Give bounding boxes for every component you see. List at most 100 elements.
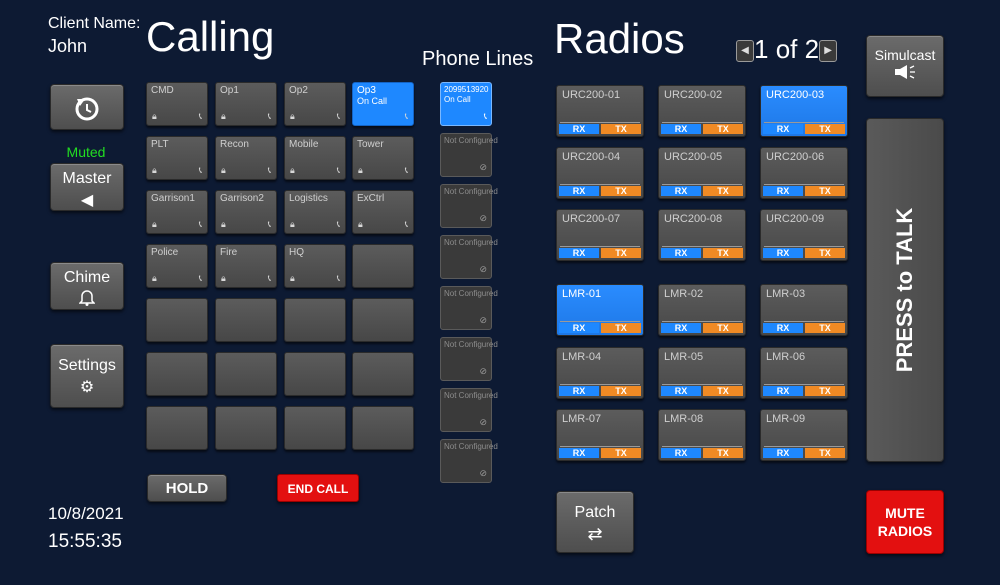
tx-indicator[interactable]: TX (601, 186, 641, 196)
call-key-empty[interactable] (284, 298, 346, 342)
call-key-empty[interactable] (352, 406, 414, 450)
tx-indicator[interactable]: TX (601, 323, 641, 333)
master-button[interactable]: Master ◀ (50, 163, 124, 211)
call-key-empty[interactable] (284, 352, 346, 396)
call-key-fire[interactable]: Fire🔒︎📞︎ (215, 244, 277, 288)
rx-indicator[interactable]: RX (661, 448, 701, 458)
rx-indicator[interactable]: RX (661, 248, 701, 258)
mute-radios-button[interactable]: MUTE RADIOS (866, 490, 944, 554)
phone-line-7[interactable]: Not Configured⊘ (440, 388, 498, 432)
call-key-op1[interactable]: Op1🔒︎📞︎ (215, 82, 277, 126)
rx-indicator[interactable]: RX (763, 323, 803, 333)
call-key-recon[interactable]: Recon🔒︎📞︎ (215, 136, 277, 180)
call-key-logistics[interactable]: Logistics🔒︎📞︎ (284, 190, 346, 234)
tx-indicator[interactable]: TX (703, 248, 743, 258)
call-key-empty[interactable] (352, 298, 414, 342)
tx-indicator[interactable]: TX (703, 386, 743, 396)
tx-indicator[interactable]: TX (805, 124, 845, 134)
call-key-exctrl[interactable]: ExCtrl🔒︎📞︎ (352, 190, 414, 234)
tx-indicator[interactable]: TX (805, 448, 845, 458)
settings-button[interactable]: Settings ⚙ (50, 344, 124, 408)
end-call-button[interactable]: END CALL (277, 474, 359, 502)
rx-indicator[interactable]: RX (763, 248, 803, 258)
call-key-empty[interactable] (352, 352, 414, 396)
phone-line-8[interactable]: Not Configured⊘ (440, 439, 498, 483)
phone-line-6[interactable]: Not Configured⊘ (440, 337, 498, 381)
call-key-empty[interactable] (215, 406, 277, 450)
call-key-empty[interactable] (352, 244, 414, 288)
tx-indicator[interactable]: TX (703, 323, 743, 333)
tx-indicator[interactable]: TX (601, 448, 641, 458)
press-to-talk-button[interactable]: PRESS to TALK (866, 118, 944, 462)
call-key-police[interactable]: Police🔒︎📞︎ (146, 244, 208, 288)
tx-indicator[interactable]: TX (601, 386, 641, 396)
rx-indicator[interactable]: RX (763, 186, 803, 196)
rx-indicator[interactable]: RX (763, 124, 803, 134)
tx-indicator[interactable]: TX (703, 186, 743, 196)
tx-indicator[interactable]: TX (805, 323, 845, 333)
call-key-garrison2[interactable]: Garrison2🔒︎📞︎ (215, 190, 277, 234)
tx-indicator[interactable]: TX (601, 248, 641, 258)
tx-indicator[interactable]: TX (703, 448, 743, 458)
call-key-empty[interactable] (284, 406, 346, 450)
call-key-garrison1[interactable]: Garrison1🔒︎📞︎ (146, 190, 208, 234)
tx-indicator[interactable]: TX (703, 124, 743, 134)
tx-indicator[interactable]: TX (805, 186, 845, 196)
tx-indicator[interactable]: TX (805, 248, 845, 258)
call-key-hq[interactable]: HQ🔒︎📞︎ (284, 244, 346, 288)
rx-indicator[interactable]: RX (559, 386, 599, 396)
rx-indicator[interactable]: RX (559, 186, 599, 196)
tx-indicator[interactable]: TX (805, 386, 845, 396)
rx-indicator[interactable]: RX (559, 248, 599, 258)
chime-button[interactable]: Chime (50, 262, 124, 310)
hold-button[interactable]: HOLD (147, 474, 227, 502)
phone-line-4[interactable]: Not Configured⊘ (440, 235, 498, 279)
rx-indicator[interactable]: RX (661, 186, 701, 196)
next-page-button[interactable]: ▶ (819, 40, 838, 63)
call-key-plt[interactable]: PLT🔒︎📞︎ (146, 136, 208, 180)
rx-indicator[interactable]: RX (661, 323, 701, 333)
rx-indicator[interactable]: RX (559, 323, 599, 333)
rx-indicator[interactable]: RX (661, 386, 701, 396)
simulcast-button[interactable]: Simulcast (866, 35, 944, 97)
call-key-cmd[interactable]: CMD🔒︎📞︎ (146, 82, 208, 126)
prev-page-button[interactable]: ◀ (736, 40, 754, 63)
call-key-empty[interactable] (146, 298, 208, 342)
rx-indicator[interactable]: RX (763, 386, 803, 396)
rx-indicator[interactable]: RX (763, 448, 803, 458)
call-key-empty[interactable] (215, 298, 277, 342)
phone-line-2[interactable]: Not Configured⊘ (440, 133, 498, 177)
rx-indicator[interactable]: RX (559, 124, 599, 134)
phone-line-5[interactable]: Not Configured⊘ (440, 286, 498, 330)
call-key-empty[interactable] (146, 406, 208, 450)
rx-indicator[interactable]: RX (661, 124, 701, 134)
call-key-empty[interactable] (215, 352, 277, 396)
call-key-mobile[interactable]: Mobile🔒︎📞︎ (284, 136, 346, 180)
patch-button[interactable]: Patch ⇄ (556, 491, 634, 553)
call-key-empty[interactable] (146, 352, 208, 396)
call-key-tower[interactable]: Tower🔒︎📞︎ (352, 136, 414, 180)
rx-indicator[interactable]: RX (559, 448, 599, 458)
tx-indicator[interactable]: TX (601, 124, 641, 134)
phone-line-3[interactable]: Not Configured⊘ (440, 184, 498, 228)
